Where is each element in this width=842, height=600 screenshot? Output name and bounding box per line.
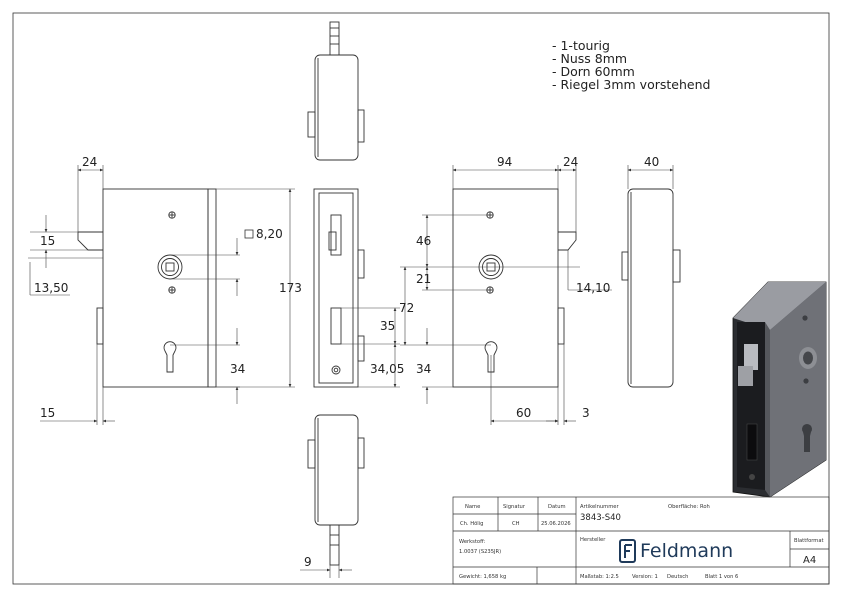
- front-view-right: [452, 188, 577, 388]
- notes-block: - 1-tourig - Nuss 8mm - Dorn 60mm - Rieg…: [552, 38, 710, 92]
- dim-keyhole-bottom-right: 34: [416, 362, 431, 376]
- tb-scale: Maßstab: 1:2.5: [580, 574, 619, 580]
- front-view-left: [77, 188, 217, 388]
- dim-square-nut: 8,20: [256, 227, 283, 241]
- tb-werkstoff-label: Werkstoff:: [459, 539, 486, 545]
- tb-hersteller-label: Hersteller: [580, 537, 606, 543]
- note-3: - Dorn 60mm: [552, 64, 635, 79]
- dim-left-bottom-offset: 15: [40, 406, 55, 420]
- dim-nut-to-top-screw: 46: [416, 234, 431, 248]
- tb-header-blattformat: Blattformat: [794, 538, 824, 544]
- feldmann-logo-icon: [619, 539, 636, 563]
- tb-datum: 25.06.2026: [541, 521, 571, 527]
- dim-bolt-position: 35: [380, 319, 395, 333]
- side-view-right: [621, 188, 681, 388]
- dim-bolt-to-bottom: 34,05: [370, 362, 404, 376]
- tb-header-name: Name: [465, 504, 480, 510]
- dim-overall-height: 173: [279, 281, 302, 295]
- note-4: - Riegel 3mm vorstehend: [552, 77, 710, 92]
- dim-width-total: 94: [497, 155, 512, 169]
- note-2: - Nuss 8mm: [552, 51, 627, 66]
- bottom-view: [307, 414, 365, 566]
- title-block: [452, 496, 830, 585]
- dim-latch-projection-right: 24: [563, 155, 578, 169]
- tb-weight: Gewicht: 1,658 kg: [459, 574, 506, 580]
- note-1: - 1-tourig: [552, 38, 610, 53]
- tb-format: A4: [803, 555, 816, 566]
- side-view-middle: [313, 188, 365, 388]
- dim-backset: 60: [516, 406, 531, 420]
- top-view: [307, 21, 365, 161]
- tb-article-number: 3843-S40: [580, 513, 621, 523]
- sheet-border: [12, 12, 830, 585]
- tb-surface: Roh: [700, 504, 710, 510]
- dim-latch-offset-right: 14,10: [576, 281, 610, 295]
- isometric-render: [732, 281, 827, 498]
- dim-nut-to-keyhole: 72: [399, 301, 414, 315]
- tb-sheet: Blatt 1 von 6: [705, 574, 738, 580]
- dim-cylinder-pin: 9: [304, 555, 312, 569]
- tb-version: Version: 1: [632, 574, 658, 580]
- tb-header-signatur: Signatur: [503, 504, 526, 510]
- dim-left-latch-offset: 13,50: [34, 281, 68, 295]
- dim-nut-to-bottom-screw: 21: [416, 272, 431, 286]
- tb-name: Ch. Hölig: [460, 521, 483, 527]
- tb-language: Deutsch: [667, 574, 688, 580]
- tb-header-datum: Datum: [548, 504, 566, 510]
- tb-werkstoff-value: 1.0037 (S235JR): [459, 549, 501, 555]
- dim-bolt-projection: 3: [582, 406, 590, 420]
- title-block-text: Name Signatur Datum Ch. Hölig CH 25.06.2…: [459, 504, 824, 580]
- tb-header-oberflaeche: Oberfläche:: [668, 504, 698, 510]
- dim-left-latch-width: 24: [82, 155, 97, 169]
- dimension-lines: [28, 165, 674, 578]
- dim-keyhole-bottom-left: 34: [230, 362, 245, 376]
- tb-signatur: CH: [512, 521, 520, 527]
- dimension-labels: 24 15 13,50 8,20 173 34 15 35 34,05 94 2…: [34, 155, 659, 569]
- tb-header-artikelnummer: Artikelnummer: [580, 504, 619, 510]
- dim-depth: 40: [644, 155, 659, 169]
- feldmann-logo: Feldmann: [619, 539, 733, 563]
- square-symbol-icon: [244, 229, 254, 239]
- logo-text: Feldmann: [640, 540, 733, 562]
- dim-left-latch-height: 15: [40, 234, 55, 248]
